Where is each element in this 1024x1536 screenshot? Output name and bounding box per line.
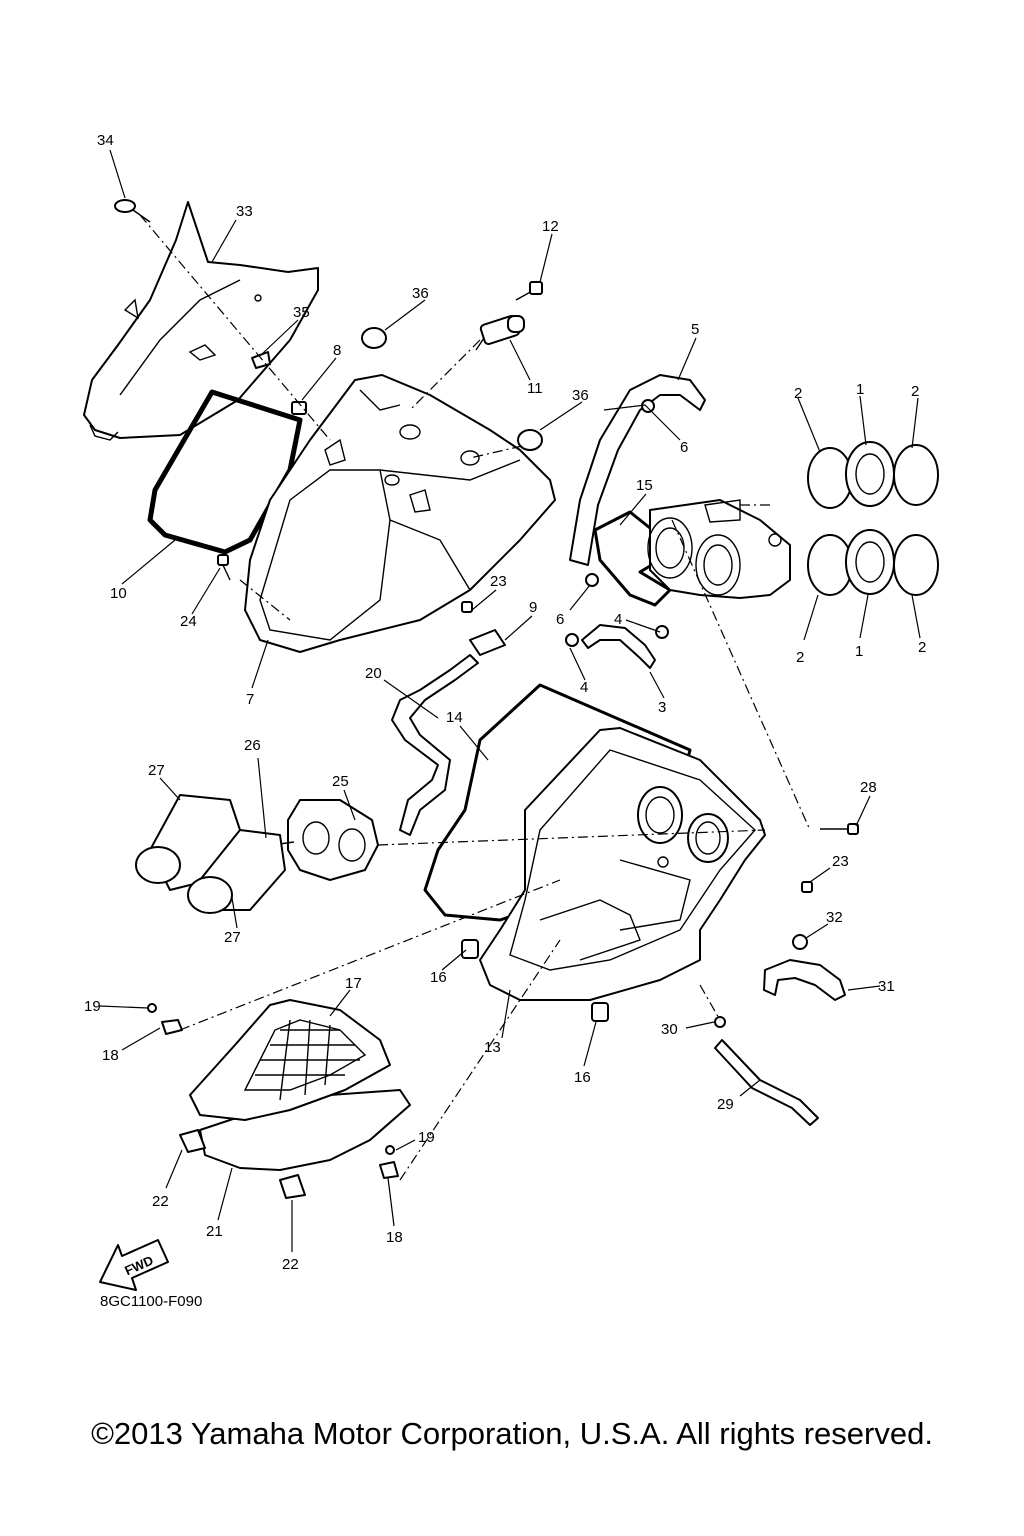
callout-29: 29: [717, 1096, 734, 1113]
callout-20: 20: [365, 665, 382, 682]
part-23-screw: [461, 601, 813, 893]
callout-27-lower: 27: [224, 929, 241, 946]
callout-4-lower: 4: [580, 679, 588, 696]
callout-23-lower: 23: [832, 853, 849, 870]
part-34-bolt: [114, 199, 151, 223]
part-10-gasket: [147, 389, 303, 555]
callout-6-upper: 6: [680, 439, 688, 456]
callout-10: 10: [110, 585, 127, 602]
callout-16-upper: 16: [430, 969, 447, 986]
part-1-boot-lower: [807, 529, 939, 596]
callout-2-lr: 2: [918, 639, 926, 656]
callout-8: 8: [333, 342, 341, 359]
callout-1-upper: 1: [856, 381, 864, 398]
callout-24: 24: [180, 613, 197, 630]
part-31-hose: [763, 959, 846, 1001]
callout-15: 15: [636, 477, 653, 494]
part-30-clamp: [714, 1016, 726, 1028]
part-11-sensor: [475, 314, 525, 351]
callout-26: 26: [244, 737, 261, 754]
callout-22-left: 22: [152, 1193, 169, 1210]
part-25-flange: [287, 799, 379, 881]
part-6-clamp: [585, 399, 655, 587]
part-32-clamp: [792, 934, 808, 950]
drawing-code: 8GC1100-F090: [100, 1293, 202, 1310]
callout-7: 7: [246, 691, 254, 708]
callout-2-ll: 2: [796, 649, 804, 666]
callout-2-ul: 2: [794, 385, 802, 402]
callout-12: 12: [542, 218, 559, 235]
callout-33: 33: [236, 203, 253, 220]
callout-23-upper: 23: [490, 573, 507, 590]
callout-32: 32: [826, 909, 843, 926]
part-33-cover: [83, 201, 319, 441]
part-15-gasket: [593, 510, 672, 607]
part-22-pad: [179, 1129, 306, 1199]
leader-lines: [99, 149, 921, 1252]
callout-6-lower: 6: [556, 611, 564, 628]
callout-17: 17: [345, 975, 362, 992]
callout-27-upper: 27: [148, 762, 165, 779]
part-27-funnel: [135, 794, 286, 914]
part-4-clamp: [565, 625, 669, 647]
copyright-notice: ©2013 Yamaha Motor Corporation, U.S.A. A…: [91, 1416, 933, 1451]
callout-5: 5: [691, 321, 699, 338]
part-29-hose: [714, 1039, 819, 1126]
callout-9: 9: [529, 599, 537, 616]
assembly-lines: [139, 214, 811, 1181]
callout-3: 3: [658, 699, 666, 716]
part-13-airbox: [479, 727, 766, 1001]
callout-28: 28: [860, 779, 877, 796]
part-28-bolt: [820, 823, 859, 835]
part-9-fitting: [469, 629, 506, 656]
part-3-hose: [581, 624, 656, 669]
fwd-arrow-icon: FWD: [99, 1239, 169, 1291]
part-19-screw: [147, 1003, 395, 1155]
part-12-screw: [515, 281, 543, 301]
part-18-bracket: [161, 1019, 399, 1179]
part-1-boot-upper: [807, 441, 939, 509]
part-24-screw: [217, 554, 231, 581]
callout-13: 13: [484, 1039, 501, 1056]
callout-19-lower: 19: [418, 1129, 435, 1146]
callout-22-right: 22: [282, 1256, 299, 1273]
callout-30: 30: [661, 1021, 678, 1038]
callout-21: 21: [206, 1223, 223, 1240]
part-8-clip: [291, 401, 307, 415]
callout-25: 25: [332, 773, 349, 790]
callout-2-ur: 2: [911, 383, 919, 400]
callout-31: 31: [878, 978, 895, 995]
callout-35: 35: [293, 304, 310, 321]
part-7-airbox-cover: [244, 374, 556, 653]
callout-16-lower: 16: [574, 1069, 591, 1086]
throttle-body: [647, 499, 791, 599]
callout-19-upper: 19: [84, 998, 101, 1015]
callout-34: 34: [97, 132, 114, 149]
part-5-hose: [569, 374, 706, 566]
part-20-hose: [391, 654, 479, 836]
callout-14: 14: [446, 709, 463, 726]
callout-11: 11: [527, 380, 543, 397]
callout-4-upper: 4: [614, 611, 622, 628]
part-36-plug: [361, 327, 543, 451]
part-17-element: [189, 999, 391, 1121]
callout-18-upper: 18: [102, 1047, 119, 1064]
callout-36-top: 36: [412, 285, 429, 302]
callout-1-lower: 1: [855, 643, 863, 660]
callout-18-lower: 18: [386, 1229, 403, 1246]
callout-labels: 34 33 12 36 35 8 5 11 36 2 1 2 6 15 10 2…: [84, 132, 926, 1273]
part-16-clip: [461, 939, 609, 1022]
callout-36-mid: 36: [572, 387, 589, 404]
